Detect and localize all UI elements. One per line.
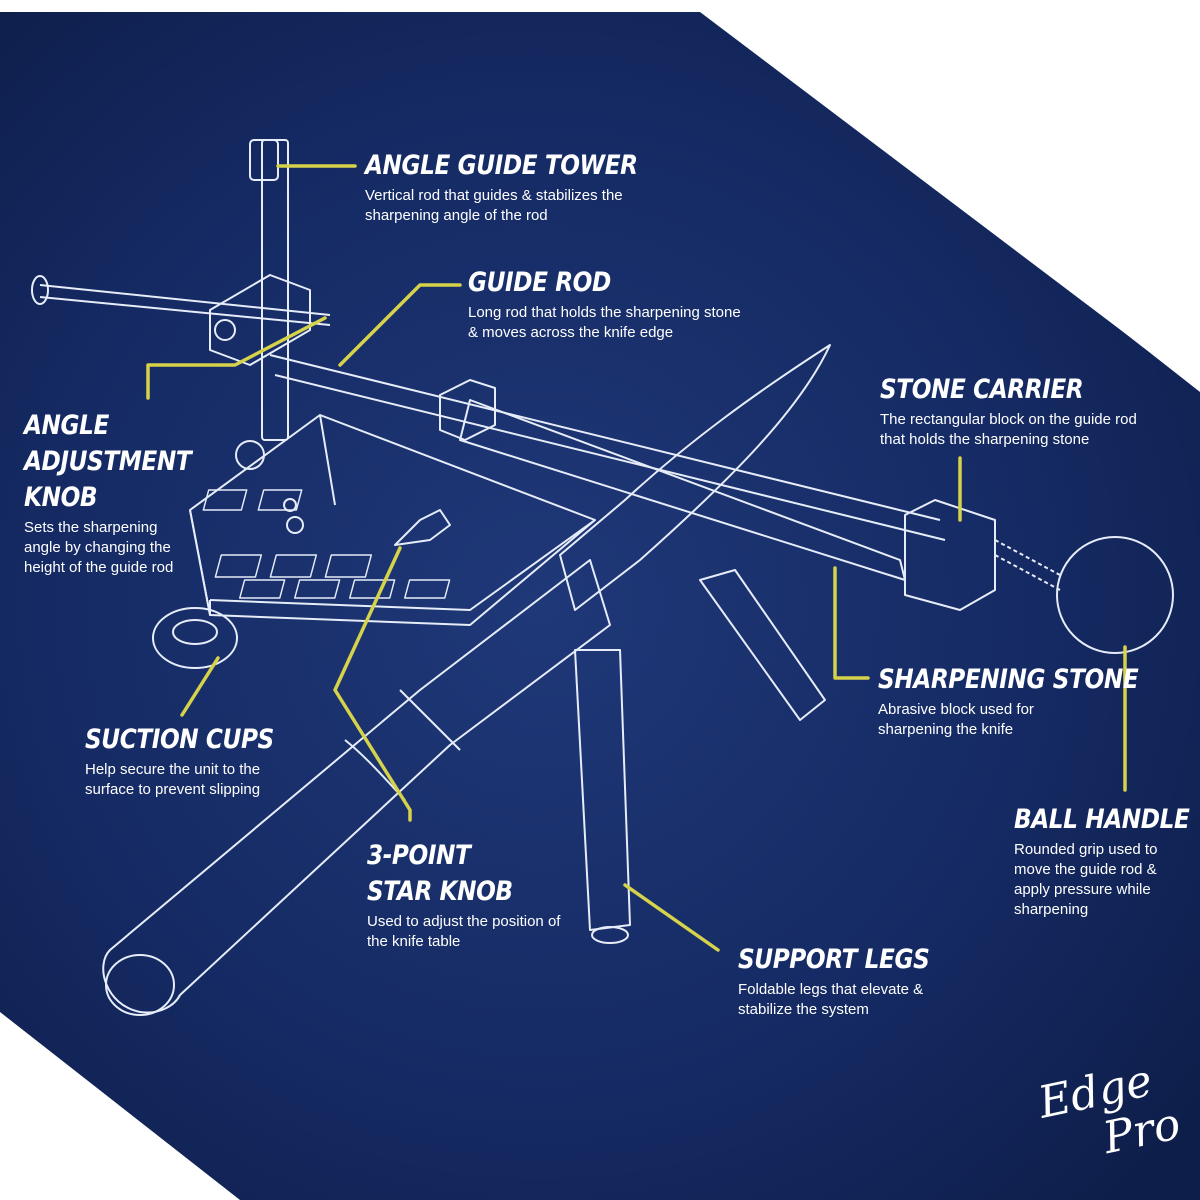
suction-cups-title: SUCTION CUPS [85, 724, 274, 755]
sharpening-stone-description: Abrasive block used for sharpening the k… [878, 701, 1034, 738]
stone-carrier-title: STONE CARRIER [880, 374, 1084, 405]
callout-line-guide-rod [338, 283, 462, 367]
guide-rod-description: Long rod that holds the sharpening stone… [468, 304, 741, 341]
left-rod [39, 284, 331, 316]
label-angle-guide-tower: ANGLE GUIDE TOWER Vertical rod that guid… [365, 148, 665, 226]
star-knob-shape [394, 509, 451, 546]
guide-rod-shape [269, 354, 941, 521]
label-stone-carrier: STONE CARRIER The rectangular block on t… [880, 372, 1170, 450]
knife-blade [559, 344, 831, 611]
angle-guide-tower-description: Vertical rod that guides & stabilizes th… [365, 187, 623, 224]
knife-handle-end [105, 954, 175, 1016]
suction-cups-description: Help secure the unit to the surface to p… [85, 761, 261, 798]
angle-adjustment-knob-description: Sets the sharpening angle by changing th… [24, 519, 174, 576]
callout-line-support-legs [623, 883, 720, 952]
sharpening-stone-title: SHARPENING STONE [878, 664, 1139, 695]
label-suction-cups: SUCTION CUPS Help secure the unit to the… [85, 722, 315, 800]
angle-guide-tower-title: ANGLE GUIDE TOWER [365, 150, 638, 181]
star-knob-description: Used to adjust the position of the knife… [367, 913, 561, 950]
suction-cup-shape [152, 607, 238, 669]
callout-line-sharpening-stone [833, 566, 870, 680]
callout-line-angle-adjustment-knob [146, 316, 327, 400]
support-legs-title: SUPPORT LEGS [738, 944, 930, 975]
stone-carrier-shape [904, 499, 996, 611]
guide-rod-title: GUIDE ROD [468, 267, 611, 298]
support-leg-right [699, 569, 826, 721]
stone-carrier-description: The rectangular block on the guide rod t… [880, 411, 1137, 448]
ball-handle-description: Rounded grip used to move the guide rod … [1014, 841, 1158, 918]
blueprint-background [0, 12, 1200, 1200]
star-knob-title: 3-POINT STAR KNOB [367, 840, 513, 907]
white-corner-top-right [700, 0, 1200, 392]
label-star-knob: 3-POINT STAR KNOB Used to adjust the pos… [367, 838, 597, 952]
support-leg-front [574, 649, 631, 931]
ball-handle-shape [1056, 536, 1174, 654]
label-support-legs: SUPPORT LEGS Foldable legs that elevate … [738, 942, 978, 1020]
angle-adjustment-knob-title: ANGLE ADJUSTMENT KNOB [24, 410, 192, 513]
label-angle-adjustment-knob: ANGLE ADJUSTMENT KNOB Sets the sharpenin… [24, 408, 294, 578]
label-ball-handle: BALL HANDLE Rounded grip used to move th… [1014, 802, 1190, 920]
ball-handle-title: BALL HANDLE [1014, 804, 1190, 835]
callout-line-suction-cups [180, 656, 220, 717]
white-corner-bottom-left [0, 1012, 240, 1200]
knife-handle [102, 559, 611, 1014]
callout-line-star-knob [333, 546, 412, 822]
label-guide-rod: GUIDE ROD Long rod that holds the sharpe… [468, 265, 758, 343]
support-legs-description: Foldable legs that elevate & stabilize t… [738, 981, 924, 1018]
label-sharpening-stone: SHARPENING STONE Abrasive block used for… [878, 662, 1139, 740]
